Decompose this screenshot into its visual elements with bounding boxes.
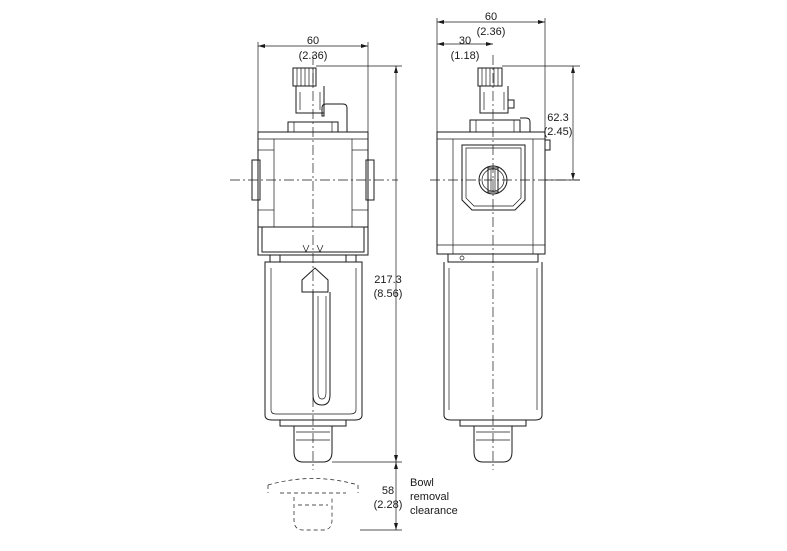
- front-width-inch: (2.36): [299, 50, 328, 62]
- side-width-mm: 60: [485, 11, 497, 23]
- side-half-width-mm: 30: [459, 35, 471, 47]
- bowl-removal-inch: (2.28): [374, 499, 403, 511]
- dimension-overall-height: [316, 65, 402, 463]
- side-width-inch: (2.36): [477, 26, 506, 38]
- overall-height-mm: 217.3: [374, 274, 402, 286]
- dimension-side-half-width: [437, 42, 493, 46]
- dimension-top-to-port: [502, 65, 580, 181]
- dimension-bowl-removal: [360, 462, 402, 531]
- bowl-removal-label-2: removal: [410, 491, 449, 503]
- front-view: [230, 55, 398, 531]
- dimension-side-width: [436, 18, 546, 132]
- front-width-mm: 60: [307, 35, 319, 47]
- dimension-front-width: [257, 42, 369, 132]
- top-to-port-inch: (2.45): [544, 126, 573, 138]
- bowl-removal-label-3: clearance: [410, 505, 458, 517]
- overall-height-inch: (8.56): [374, 288, 403, 300]
- side-half-width-inch: (1.18): [451, 50, 480, 62]
- bowl-removal-label-1: Bowl: [410, 477, 434, 489]
- bowl-removal-mm: 58: [382, 485, 394, 497]
- side-view: [430, 55, 580, 470]
- top-to-port-mm: 62.3: [547, 112, 568, 124]
